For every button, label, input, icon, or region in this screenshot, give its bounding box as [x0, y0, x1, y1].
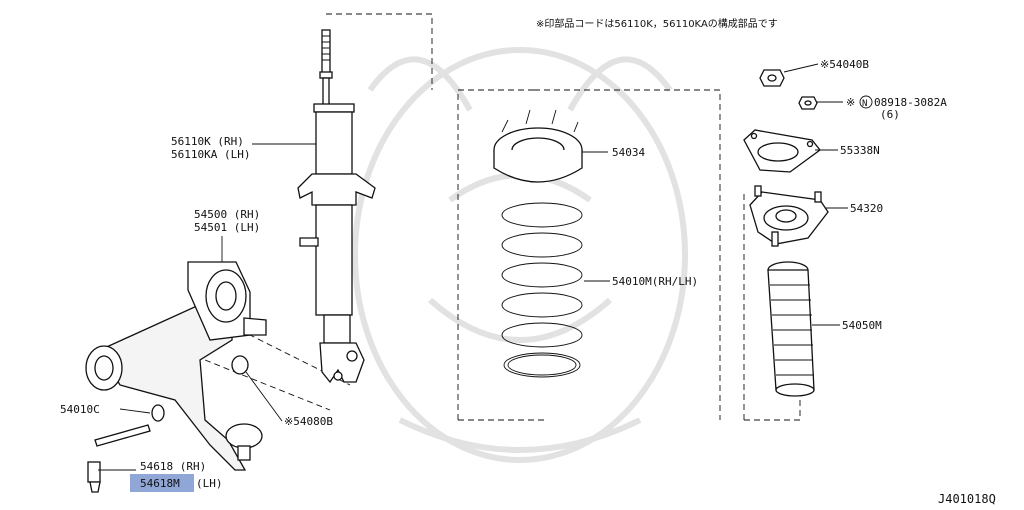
label-54034: 54034 [612, 146, 645, 159]
strut-shock-absorber [297, 29, 376, 384]
stabilizer-link [87, 424, 151, 493]
label-54040b: ※54040B [820, 58, 869, 71]
label-nut-asterisk: ※ [846, 96, 855, 109]
note-text: ※印部品コードは56110K，56110KAの構成部品です [536, 17, 778, 30]
circle-n-mark [859, 95, 873, 109]
upper-assembly-frame [458, 185, 801, 421]
leader-bolt [245, 371, 283, 422]
coil-spring [501, 202, 583, 378]
label-54050m: 54050M [842, 319, 882, 332]
strut-mount [749, 185, 829, 247]
nut-54040b [759, 69, 785, 87]
spring-seat [493, 109, 583, 183]
spring-assembly-frame [457, 89, 721, 420]
label-54501: 54501 (LH) [194, 221, 260, 234]
watermark [352, 47, 688, 463]
nut-08918-3082a [798, 96, 818, 110]
label-nut-qty: (6) [880, 108, 900, 121]
label-54320: 54320 [850, 202, 883, 215]
label-nut-n: N [862, 99, 867, 109]
washer-54010c [151, 404, 165, 422]
leader-nut-top [783, 63, 819, 73]
arm-bolt-washer [231, 355, 249, 375]
leader-bushing [119, 408, 151, 414]
diagram-code: J401018Q [938, 492, 996, 506]
strut-assembly-frame [326, 13, 433, 90]
lower-control-arm [85, 261, 267, 471]
highlight-54618m [130, 474, 194, 492]
label-08918-3082a: 08918-3082A [874, 96, 947, 109]
label-54618: 54618 (RH) [140, 460, 206, 473]
label-54618m-side: (LH) [196, 477, 223, 490]
label-54080b: ※54080B [284, 415, 333, 428]
label-55338n: 55338N [840, 144, 880, 157]
label-56110k: 56110K (RH) [171, 135, 244, 148]
label-56110ka: 56110KA (LH) [171, 148, 250, 161]
label-54010m: 54010M(RH/LH) [612, 275, 698, 288]
label-54500: 54500 (RH) [194, 208, 260, 221]
label-54010c: 54010C [60, 403, 100, 416]
dust-boot [767, 261, 815, 397]
label-54618m-code: 54618M [140, 477, 180, 490]
mounting-plate [743, 129, 821, 173]
